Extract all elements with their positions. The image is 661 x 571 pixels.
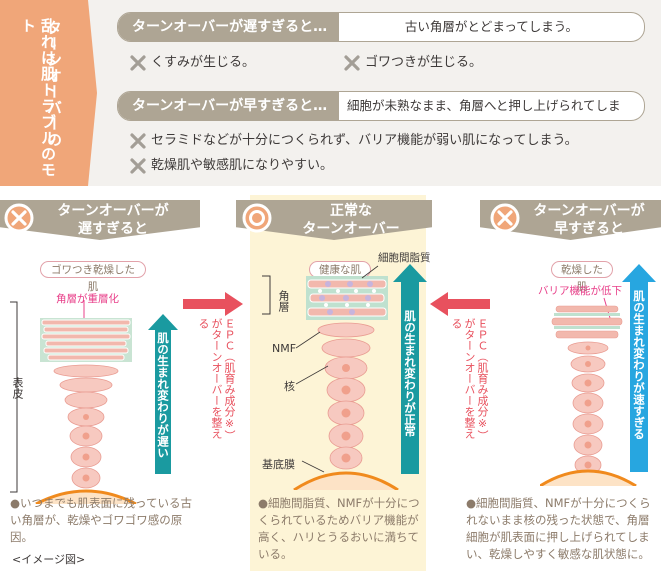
cross-icon bbox=[130, 133, 146, 149]
nmf-label: NMF bbox=[272, 342, 297, 355]
image-note: <イメージ図> bbox=[12, 553, 86, 566]
barrier-weak-note: バリア機能が低下 bbox=[538, 285, 622, 297]
fast-skin-tag: 乾燥した肌 bbox=[551, 261, 613, 293]
summary-side-tab bbox=[0, 0, 97, 186]
fast-turnover-pill: ターンオーバーが早すぎると… 細胞が未熟なまま、角層へと押し上げられてしまう。 bbox=[117, 91, 645, 121]
cross-icon bbox=[344, 55, 360, 71]
slow-arrow-up bbox=[148, 314, 178, 474]
slow-epc-note: ＥＰＣ（肌育み成分※）がターンオーバーを整える bbox=[197, 318, 236, 439]
fast-arrow-text: 肌の生まれ変わりが速すぎる bbox=[632, 290, 646, 440]
slow-column-title-2: 遅すぎると bbox=[78, 221, 148, 237]
epidermis-label: 表皮 bbox=[11, 377, 24, 399]
fast-turnover-result: 細胞が未熟なまま、角層へと押し上げられてしまう。 bbox=[347, 98, 621, 113]
slow-arrow-text: 肌の生まれ変わりが遅い bbox=[156, 332, 170, 459]
fast-arrow-up bbox=[622, 264, 656, 472]
slow-column-title-1: ターンオーバーが bbox=[57, 203, 169, 219]
slow-turnover-result: 古い角層がとどまってしまう。 bbox=[404, 19, 579, 34]
normal-arrow-up bbox=[393, 264, 427, 474]
cross-icon bbox=[130, 55, 146, 71]
fast-point-1: セラミドなどが十分につくられず、バリア機能が弱い肌になってしまう。 bbox=[151, 133, 578, 148]
slow-skin-illustration bbox=[10, 300, 137, 504]
normal-skin-illustration bbox=[262, 265, 399, 490]
fast-epc-note: ＥＰＣ（肌育み成分※）がターンオーバーを整える bbox=[450, 318, 489, 439]
nucleus-label: 核 bbox=[284, 380, 295, 393]
fast-column-title-2: 早すぎると bbox=[554, 221, 624, 237]
stratum-label: 角層 bbox=[277, 290, 290, 312]
red-arrow-left bbox=[430, 292, 490, 316]
slow-skin-tag: ゴワつき乾燥した肌 bbox=[40, 261, 146, 293]
side-label-line1: ターンオーバーの bbox=[45, 20, 63, 148]
basement-membrane-label: 基底膜 bbox=[262, 458, 295, 471]
cross-circle-icon bbox=[4, 203, 34, 233]
fast-column-title-1: ターンオーバーが bbox=[533, 203, 645, 219]
side-label-line2: 乱れは肌トラブルのモト bbox=[19, 18, 57, 178]
red-arrow-right bbox=[183, 292, 243, 316]
slow-description: ●いつまでも肌表面に残っている古い角層が、乾燥やゴワゴワ感の原因。 bbox=[10, 496, 192, 544]
fast-point-2: 乾燥肌や敏感肌になりやすい。 bbox=[151, 158, 334, 173]
fast-skin-illustration bbox=[540, 297, 637, 486]
fast-description: ●細胞間脂質、NMFが十分につくられないまま核の残った状態で、角層細胞が肌表面に… bbox=[466, 496, 651, 561]
slow-turnover-label: ターンオーバーが遅すぎると… bbox=[118, 13, 339, 41]
slow-point-1: くすみが生じる。 bbox=[151, 55, 256, 70]
normal-column-title-1: 正常な bbox=[330, 203, 372, 219]
circle-ok-icon bbox=[242, 203, 272, 233]
normal-column-title-2: ターンオーバー bbox=[302, 221, 400, 237]
cross-icon bbox=[130, 158, 146, 174]
normal-arrow-text: 肌の生まれ変わりが正常 bbox=[403, 310, 417, 437]
lipid-label: 細胞間脂質 bbox=[378, 252, 431, 264]
normal-description: ●細胞間脂質、NMFが十分につくられているためバリア機能が高く、ハリとうるおいに… bbox=[258, 496, 420, 561]
slow-point-2: ゴワつきが生じる。 bbox=[365, 55, 483, 70]
fast-turnover-label: ターンオーバーが早すぎると… bbox=[118, 92, 339, 120]
cross-circle-icon bbox=[490, 203, 520, 233]
slow-turnover-pill: ターンオーバーが遅すぎると… 古い角層がとどまってしまう。 bbox=[117, 12, 645, 42]
stratum-thickened-note: 角層が重層化 bbox=[56, 293, 119, 305]
